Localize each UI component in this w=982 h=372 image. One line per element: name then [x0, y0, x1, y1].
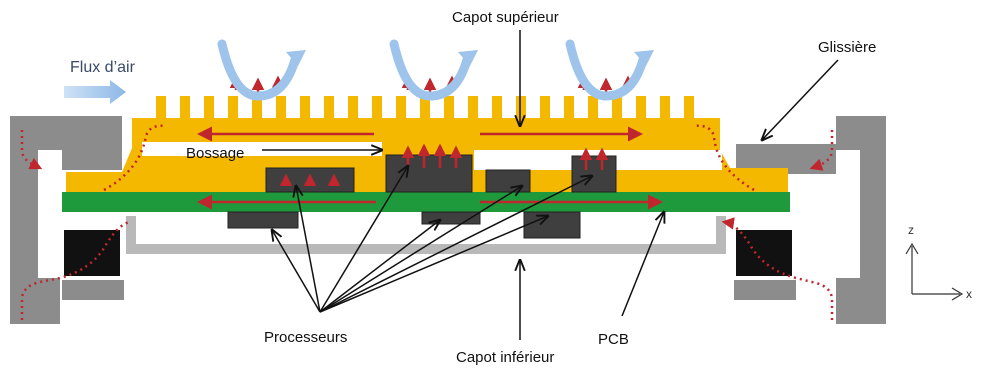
- left-rail: [10, 116, 124, 324]
- processor: [571, 155, 617, 193]
- exhaust-arrowheads: [286, 50, 654, 66]
- air-flow-paths: [20, 124, 834, 320]
- cooling-fins: [156, 96, 694, 120]
- processor: [227, 211, 299, 229]
- airflow-arrow: [64, 80, 126, 104]
- bottom-cover-label: Capot inférieur: [456, 349, 554, 366]
- exhaust-arrows: [217, 39, 649, 101]
- left-spacer: [64, 230, 120, 276]
- pcb-label: PCB: [598, 331, 629, 348]
- right-rail: [734, 116, 886, 324]
- callout-lines: [262, 30, 839, 340]
- axes-indicator: [905, 242, 964, 301]
- top-cover-label: Capot supérieur: [452, 9, 559, 26]
- airflow-label: Flux d’air: [70, 59, 136, 76]
- rail-label: Glissière: [818, 39, 876, 56]
- pcb-board: [62, 192, 790, 212]
- processor: [485, 169, 531, 193]
- axis-z-label: z: [908, 223, 914, 237]
- processor: [385, 154, 473, 193]
- boss-label: Bossage: [186, 145, 244, 162]
- processor: [523, 211, 581, 239]
- processors-label: Processeurs: [264, 329, 347, 346]
- axis-x-label: x: [966, 287, 972, 301]
